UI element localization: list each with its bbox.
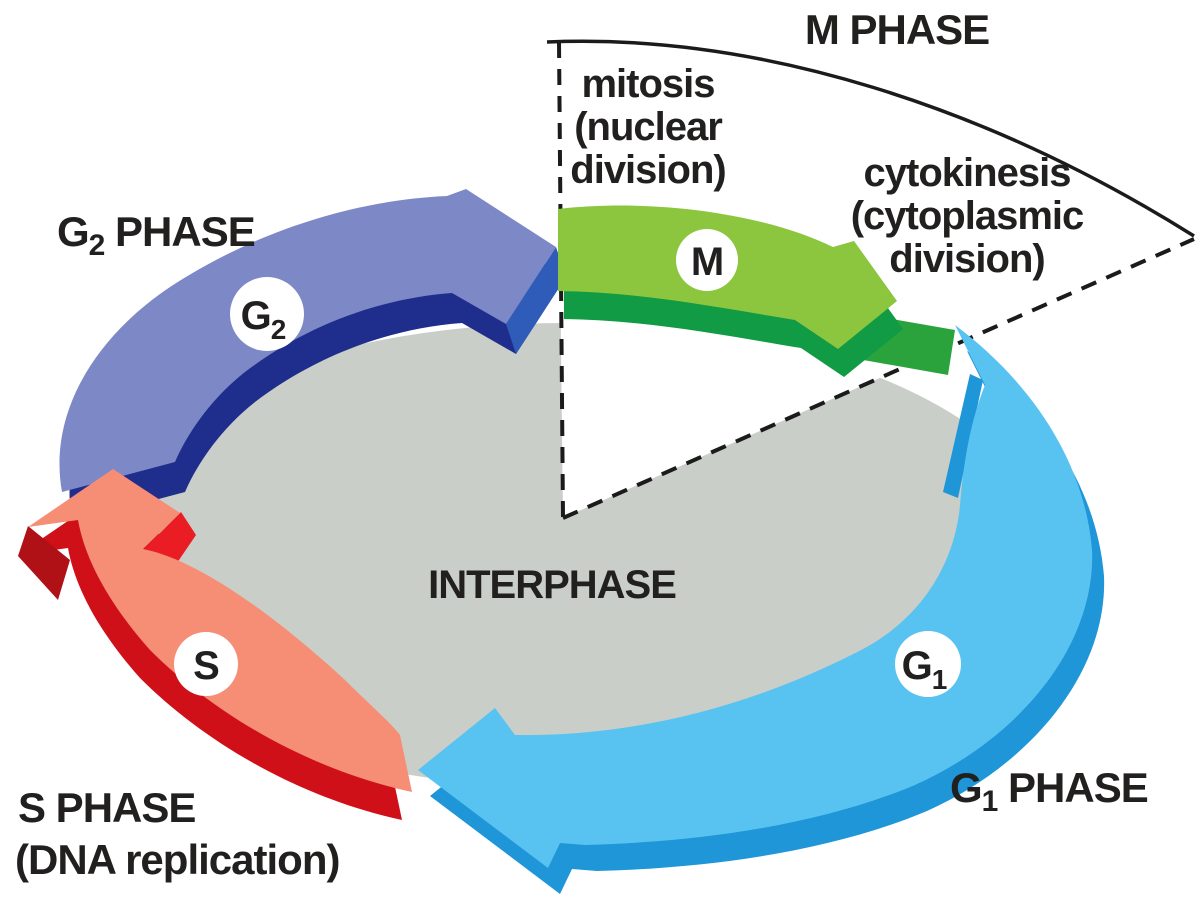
g1-badge: G1 [895, 631, 961, 697]
mitosis-line-2: (nuclear [574, 105, 722, 149]
mitosis-label: mitosis (nuclear division) [570, 62, 726, 192]
m-phase-title: M PHASE [805, 6, 989, 53]
g2-phase-base: G [57, 208, 89, 255]
g2-phase-rest: PHASE [104, 208, 254, 255]
g2-badge-sub: 2 [271, 314, 286, 345]
g2-badge-label: G2 [241, 294, 286, 345]
g2-arrow-side [69, 219, 566, 522]
s-arrowhead-left-barb-face [18, 526, 70, 600]
m-phase-bracket-line [546, 39, 1195, 238]
wedge-dashed-line-diagonal [562, 237, 1195, 520]
g2-phase-sub: 2 [89, 229, 105, 262]
s-phase-line-2: (DNA replication) [15, 836, 339, 883]
cytokinesis-line-1: cytokinesis [864, 151, 1071, 195]
mitosis-line-3: division) [570, 148, 725, 192]
s-phase-label: S PHASE (DNA replication) [15, 784, 340, 883]
g2-badge-base: G [241, 294, 271, 338]
m-badge-circle [676, 229, 738, 291]
cytokinesis-label: cytokinesis (cytoplasmic division) [851, 151, 1085, 281]
g2-phase-label: G2 PHASE [57, 208, 255, 262]
s-phase-line-1: S PHASE [18, 784, 195, 831]
g2-arrow-top [59, 189, 556, 492]
g1-phase-base: G [950, 764, 982, 811]
g1-arrow-tail-edge [943, 374, 983, 498]
g1-badge-circle [895, 631, 961, 697]
g2-arrow [59, 189, 566, 522]
g2-badge-circle [230, 277, 304, 351]
m-badge: M [676, 229, 738, 291]
m-phase-wedge [557, 0, 1204, 518]
s-badge-label: S [193, 644, 219, 688]
s-badge: S [174, 632, 238, 696]
m-badge-label: M [691, 240, 723, 284]
g2-badge: G2 [230, 277, 304, 351]
g1-phase-sub: 1 [982, 785, 998, 818]
mitosis-line-1: mitosis [581, 62, 714, 106]
s-arrow-top [28, 469, 412, 792]
g1-phase-label: G1 PHASE [950, 764, 1148, 818]
g1-badge-base: G [902, 644, 932, 688]
g1-badge-label: G1 [902, 644, 947, 695]
s-badge-circle [174, 632, 238, 696]
g1-arrow [418, 325, 1105, 894]
cytokinesis-line-2: (cytoplasmic [851, 194, 1084, 238]
g1-arrow-top [418, 325, 1093, 868]
cytokinesis-line-3: division) [889, 237, 1044, 281]
g1-badge-sub: 1 [932, 664, 947, 695]
g1-phase-rest: PHASE [997, 764, 1147, 811]
interphase-label: INTERPHASE [428, 563, 676, 607]
g2-arrowhead-face [506, 247, 566, 354]
